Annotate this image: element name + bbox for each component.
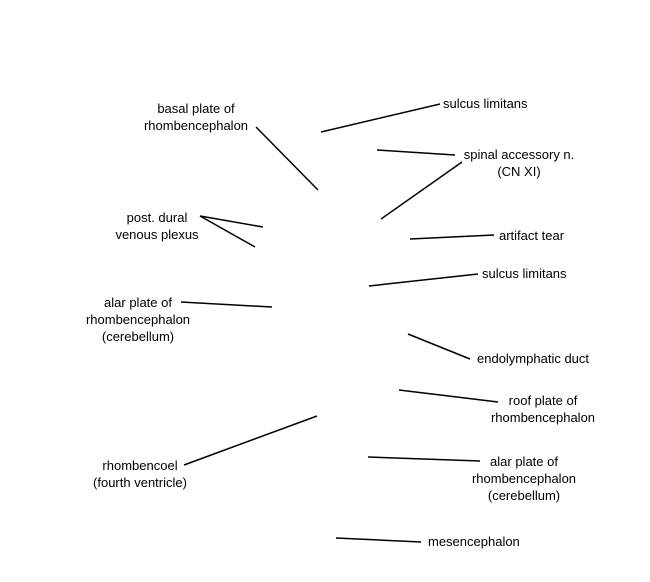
label-artifact-tear: artifact tear	[499, 227, 564, 244]
leader-line-roof-plate	[398, 389, 499, 403]
leader-line-post-dural-a	[199, 215, 264, 228]
label-line: roof plate of	[508, 393, 578, 408]
leader-line-artifact-tear	[409, 234, 495, 240]
leader-line-post-dural-b	[199, 215, 256, 248]
label-roof-plate: roof plate of rhombencephalon	[480, 392, 606, 426]
label-line: rhombencephalon	[471, 471, 577, 486]
leader-line-sulcus-limitans-upper	[320, 103, 441, 133]
leader-line-endolymphatic-duct	[407, 333, 471, 360]
label-line: rhombencoel	[102, 458, 178, 473]
label-line: rhombencephalon	[490, 410, 596, 425]
leader-line-rhombencoel	[183, 415, 318, 466]
label-line: (fourth ventricle)	[93, 475, 187, 490]
label-line: (cerebellum)	[101, 329, 175, 344]
label-rhombencoel: rhombencoel (fourth ventricle)	[80, 457, 200, 491]
leader-line-mesencephalon	[335, 537, 422, 543]
label-alar-plate-right: alar plate of rhombencephalon (cerebellu…	[458, 453, 590, 504]
leader-line-spinal-accessory-a	[376, 149, 456, 156]
label-line: (cerebellum)	[487, 488, 561, 503]
label-line: artifact tear	[499, 228, 565, 243]
label-line: mesencephalon	[428, 534, 520, 549]
label-spinal-accessory: spinal accessory n. (CN XI)	[455, 146, 583, 180]
leader-line-alar-plate-right	[367, 456, 481, 462]
label-line: sulcus limitans	[482, 266, 567, 281]
label-line: endolymphatic duct	[477, 351, 590, 366]
label-sulcus-limitans-upper: sulcus limitans	[443, 95, 528, 112]
leader-line-spinal-accessory-b	[380, 161, 463, 220]
leader-line-alar-plate-left	[180, 301, 273, 308]
label-line: spinal accessory n.	[463, 147, 575, 162]
label-line: rhombencephalon	[143, 118, 249, 133]
label-basal-plate: basal plate of rhombencephalon	[127, 100, 265, 134]
label-post-dural: post. dural venous plexus	[104, 209, 210, 243]
label-line: (CN XI)	[497, 164, 541, 179]
label-line: alar plate of	[104, 295, 172, 310]
label-line: alar plate of	[490, 454, 558, 469]
label-endolymphatic-duct: endolymphatic duct	[477, 350, 589, 367]
label-mesencephalon: mesencephalon	[428, 533, 520, 550]
label-line: post. dural	[126, 210, 188, 225]
label-line: basal plate of	[157, 101, 235, 116]
leader-line-sulcus-limitans-lower	[368, 273, 479, 287]
leader-line-basal-plate	[255, 126, 319, 191]
label-line: rhombencephalon	[85, 312, 191, 327]
label-line: venous plexus	[115, 227, 199, 242]
label-sulcus-limitans-lower: sulcus limitans	[482, 265, 567, 282]
label-alar-plate-left: alar plate of rhombencephalon (cerebellu…	[72, 294, 204, 345]
label-line: sulcus limitans	[443, 96, 528, 111]
